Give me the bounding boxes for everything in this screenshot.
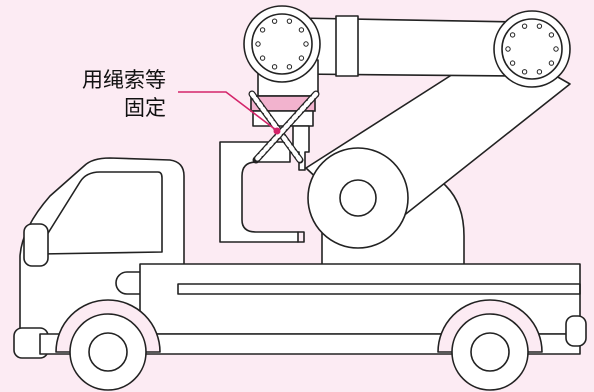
bolt [536, 23, 543, 29]
upper-arm [295, 17, 519, 77]
wrist-joint [243, 5, 321, 83]
bolt [505, 46, 511, 52]
bolt [536, 69, 543, 75]
rear-wheel [451, 313, 529, 391]
bolt [259, 27, 266, 33]
bolt [303, 41, 309, 47]
bolt [553, 46, 559, 52]
rope-lashing [248, 90, 320, 164]
cab-window [39, 171, 163, 255]
annotation-line-1: 用绳索等 [82, 68, 166, 92]
front-wheel [69, 313, 147, 391]
base-joint [307, 147, 409, 249]
bolt [521, 23, 528, 29]
bolt [509, 32, 516, 38]
bolt [298, 55, 305, 61]
bolt [271, 64, 278, 70]
annotation-line-2: 固定 [124, 96, 166, 120]
side-mirror [23, 223, 49, 267]
joint-bolts [255, 18, 309, 70]
elbow-joint [493, 10, 571, 88]
bolt [509, 60, 516, 66]
truck [13, 157, 587, 391]
bolt [259, 55, 266, 61]
robot-arm [243, 5, 571, 267]
bolt [521, 69, 528, 75]
bolt [298, 27, 305, 33]
bolt [548, 60, 555, 66]
joint-bolts [505, 23, 559, 75]
callout-leader [178, 91, 281, 135]
bolt [286, 18, 293, 24]
bolt [255, 41, 261, 47]
bolt [286, 64, 293, 70]
bolt [548, 32, 555, 38]
bolt [271, 18, 278, 24]
annotation-label: 用绳索等 固定 [82, 66, 166, 122]
